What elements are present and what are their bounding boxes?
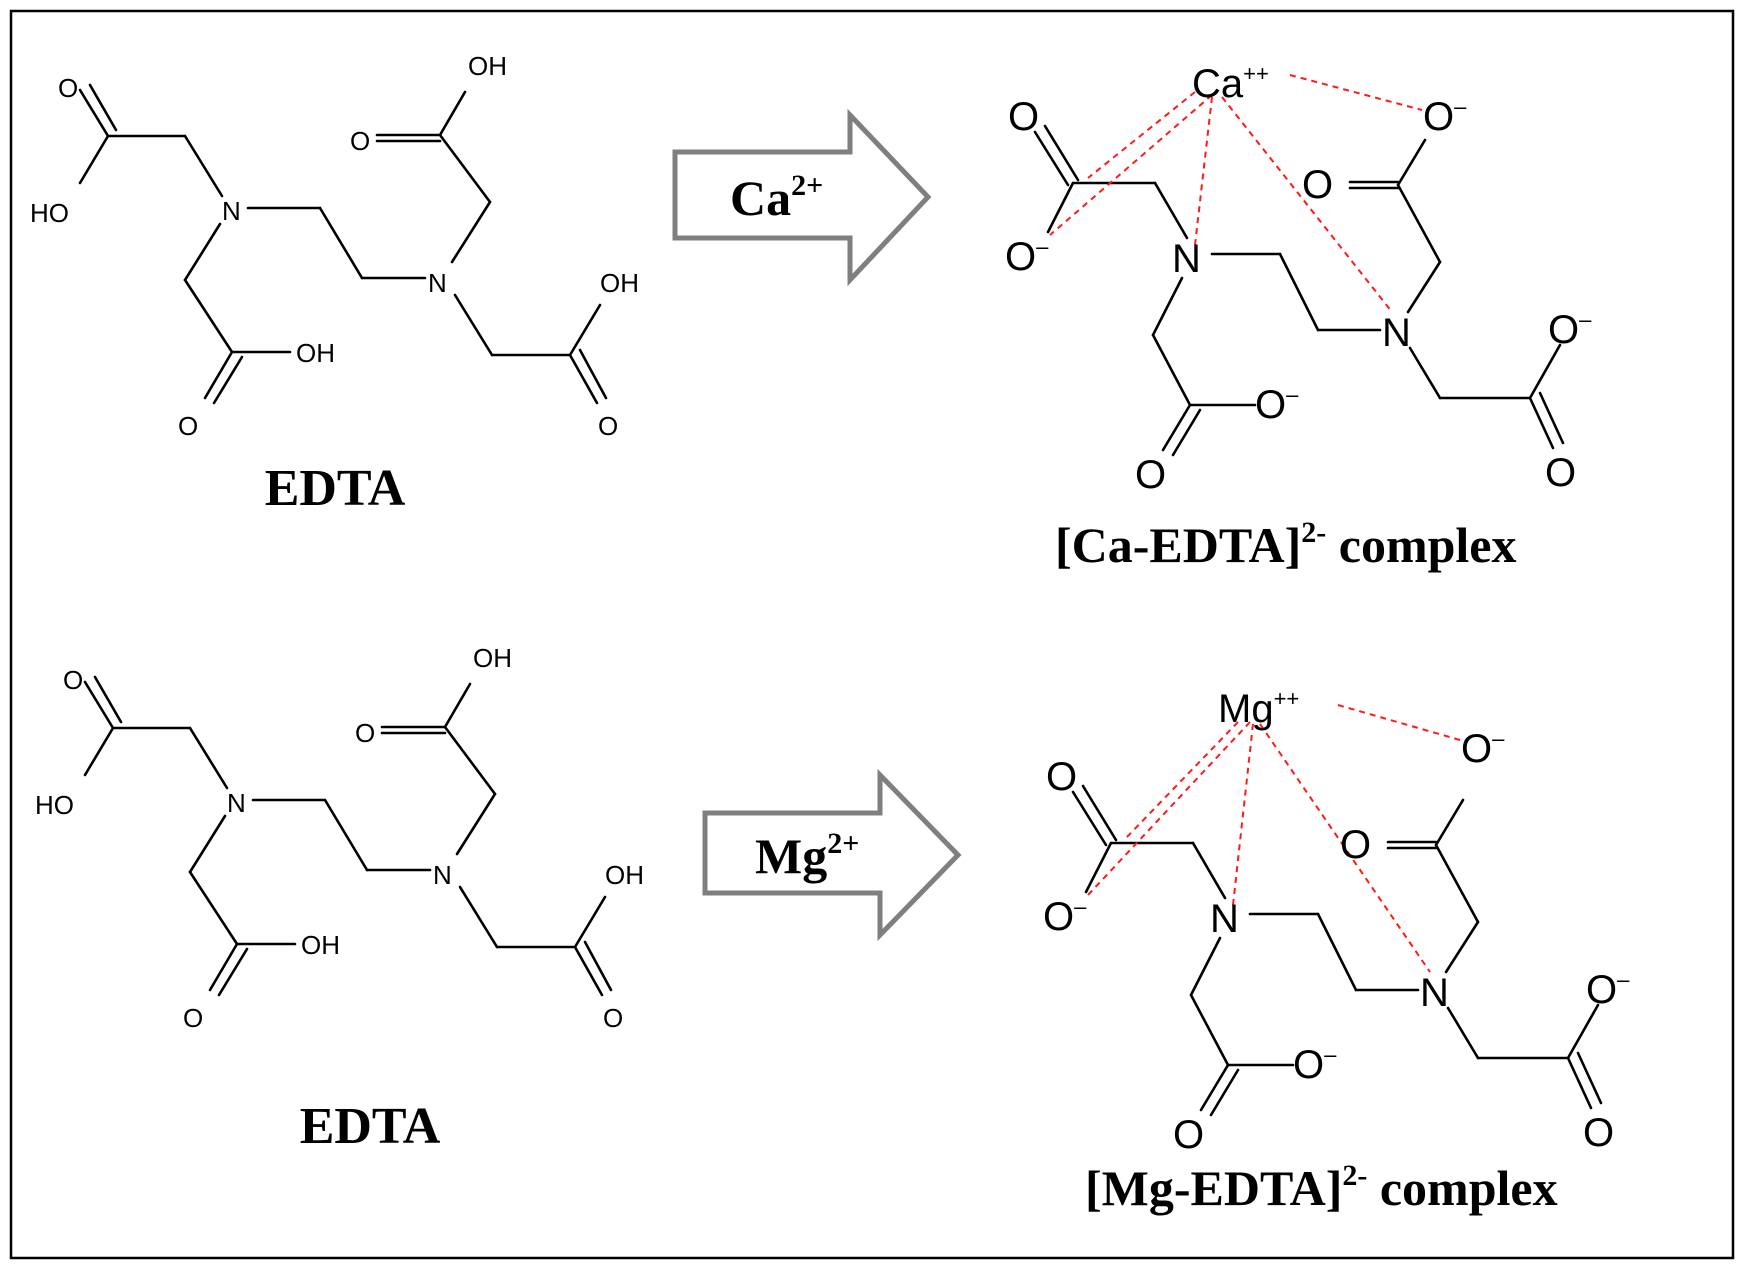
atom-o-minus: O– xyxy=(1586,967,1630,1012)
arrow-shape xyxy=(702,768,962,942)
atom-o-minus: O– xyxy=(1255,382,1299,427)
edta-atom-labels: O HO N OH O N OH OH O O xyxy=(30,51,639,441)
atom-o: O xyxy=(58,73,78,103)
metal-ion-ca: Ca++ xyxy=(1192,61,1269,106)
atom-o: O xyxy=(350,126,370,156)
mg-edta-complex-label: [Mg-EDTA]2- complex xyxy=(1085,1159,1558,1216)
atom-n: N xyxy=(1382,311,1411,355)
reaction-arrow-bottom: Mg2+ xyxy=(702,768,962,942)
atom-o-minus: O– xyxy=(1548,307,1592,352)
figure-frame xyxy=(9,9,1735,1260)
atom-o: O xyxy=(1302,163,1333,207)
atom-n: N xyxy=(433,860,452,890)
atom-o: O xyxy=(1173,1113,1204,1157)
atom-o: O xyxy=(1008,95,1039,139)
atom-o: O xyxy=(598,411,618,441)
atom-n: N xyxy=(1172,237,1201,281)
edta-label-top: EDTA xyxy=(265,460,406,517)
edta-bonds xyxy=(78,83,608,405)
atom-oh: OH xyxy=(296,338,335,368)
atom-o-minus: O– xyxy=(1293,1042,1337,1087)
atom-o: O xyxy=(1583,1111,1614,1155)
edta-structure-top: O HO N OH O N OH OH O O xyxy=(30,51,639,441)
atom-oh: OH xyxy=(473,643,512,673)
bottom-row: O HO N OH O N OH OH O O EDTA Mg2+ xyxy=(35,643,1630,1216)
arrow-ion-label: Mg2+ xyxy=(755,827,859,884)
atom-o: O xyxy=(1340,823,1371,867)
arrow-ion-label: Ca2+ xyxy=(730,169,823,226)
atom-ho: HO xyxy=(30,198,69,228)
atom-n: N xyxy=(1420,971,1449,1015)
edta-structure-bottom: O HO N OH O N OH OH O O xyxy=(35,643,644,1033)
atom-o-minus: O– xyxy=(1423,94,1467,139)
complex-bonds xyxy=(1071,784,1603,1117)
atom-o: O xyxy=(178,411,198,441)
atom-ho: HO xyxy=(35,790,74,820)
atom-n: N xyxy=(1210,897,1239,941)
atom-o: O xyxy=(603,1003,623,1033)
metal-ion-mg: Mg++ xyxy=(1218,686,1299,731)
atom-o: O xyxy=(1545,451,1576,495)
arrow-shape xyxy=(672,108,932,287)
edta-label-bottom: EDTA xyxy=(300,1098,441,1155)
edta-bonds xyxy=(83,675,613,997)
complex-atom-labels: Ca++ O O– N O– O N O– O– O O xyxy=(1005,61,1592,497)
complex-atom-labels: Mg++ O O– N O– O N O– O– O O xyxy=(1043,686,1630,1157)
atom-n: N xyxy=(227,788,246,818)
edta-atom-labels: O HO N OH O N OH OH O O xyxy=(35,643,644,1033)
ca-edta-complex-label: [Ca-EDTA]2- complex xyxy=(1055,516,1517,573)
atom-o: O xyxy=(1135,453,1166,497)
atom-o-minus: O– xyxy=(1043,894,1087,939)
atom-oh: OH xyxy=(468,51,507,81)
reaction-arrow-top: Ca2+ xyxy=(672,108,932,287)
top-row: O HO N OH O N OH OH O O EDTA Ca2+ xyxy=(30,51,1592,573)
complex-bonds xyxy=(1033,124,1565,457)
coordination-bonds xyxy=(1049,74,1423,313)
atom-o: O xyxy=(1046,755,1077,799)
atom-n: N xyxy=(222,196,241,226)
atom-oh: OH xyxy=(605,860,644,890)
atom-o-minus: O– xyxy=(1461,726,1505,771)
atom-oh: OH xyxy=(301,930,340,960)
ca-edta-complex: Ca++ O O– N O– O N O– O– O O xyxy=(1005,61,1592,497)
atom-o: O xyxy=(63,665,83,695)
atom-o-minus: O– xyxy=(1005,234,1049,279)
coordination-bonds xyxy=(1087,704,1461,973)
atom-n: N xyxy=(428,268,447,298)
mg-edta-complex: Mg++ O O– N O– O N O– O– O O xyxy=(1043,686,1630,1157)
atom-o: O xyxy=(183,1003,203,1033)
atom-o: O xyxy=(355,718,375,748)
atom-oh: OH xyxy=(600,268,639,298)
